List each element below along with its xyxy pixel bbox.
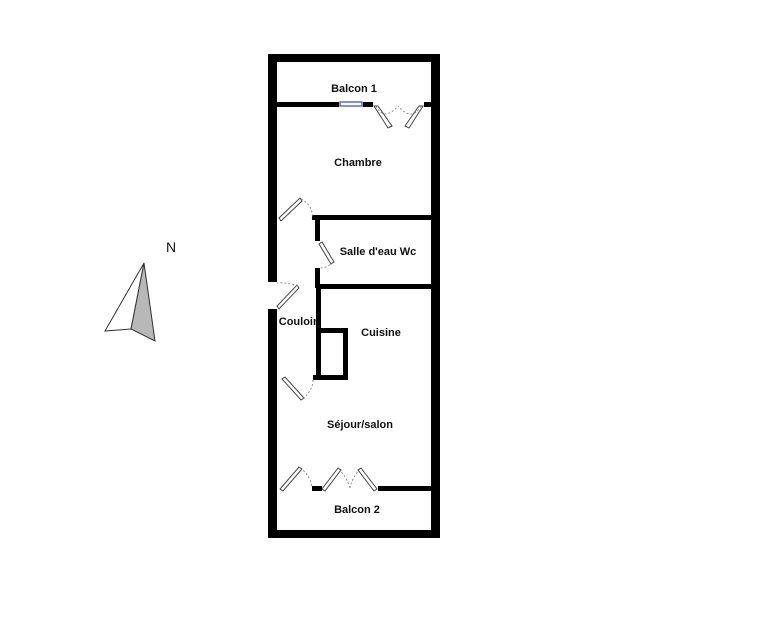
label-balcon1: Balcon 1 (331, 83, 377, 95)
wall-couloir-sejour (313, 375, 321, 380)
wall-bottom (268, 530, 440, 538)
label-salle-eau: Salle d'eau Wc (340, 246, 417, 258)
door-balcon2-right (321, 467, 378, 492)
label-cuisine: Cuisine (361, 327, 401, 339)
wall-chambre-bottom (312, 215, 431, 220)
cuisine-block-top (321, 328, 348, 333)
label-chambre: Chambre (334, 157, 382, 169)
wall-balcon1-left (277, 102, 339, 107)
wall-right (431, 54, 440, 538)
wall-salle-left-upper (315, 215, 320, 241)
door-salle (318, 241, 335, 269)
window-balcon1 (339, 101, 363, 107)
wall-balcon1-right (424, 102, 431, 107)
compass-right-half (130, 262, 156, 342)
door-entry (276, 282, 300, 310)
label-sejour: Séjour/salon (327, 419, 393, 431)
wall-balcon2-right (378, 486, 431, 491)
wall-couloir-right (316, 288, 321, 380)
wall-salle-bottom (320, 284, 431, 289)
compass-label: N (166, 239, 176, 255)
wall-balcon1-mid (363, 102, 373, 107)
wall-salle-left-lower (315, 268, 320, 288)
wall-top (268, 54, 440, 62)
wall-left-upper (268, 54, 277, 282)
wall-left-lower (268, 309, 277, 538)
label-couloir: Couloir (279, 316, 318, 328)
cuisine-block-right (343, 328, 348, 380)
interior-walls (277, 102, 431, 491)
label-balcon2: Balcon 2 (334, 504, 380, 516)
door-balcon1 (373, 105, 424, 129)
wall-balcon2-mid (312, 486, 322, 491)
room-labels: Balcon 1 Chambre Salle d'eau Wc Couloir … (279, 83, 417, 516)
door-sejour (281, 376, 314, 401)
door-balcon2-left (279, 466, 313, 492)
north-arrow-icon: N (104, 239, 176, 342)
door-chambre (278, 197, 313, 222)
cuisine-block-bottom (316, 375, 348, 380)
doors (276, 105, 424, 492)
outer-walls (268, 54, 440, 538)
